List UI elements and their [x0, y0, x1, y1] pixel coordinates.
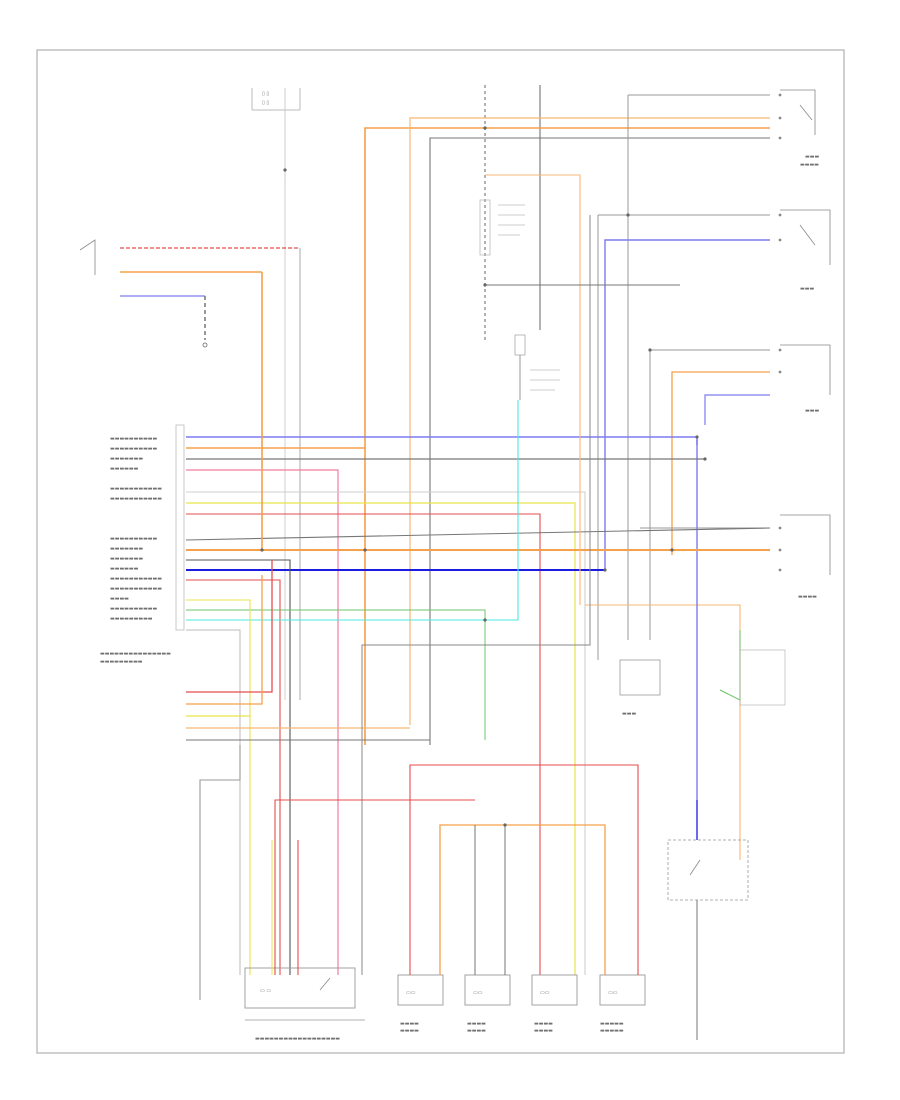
wire-blue-driver-lock: [604, 239, 770, 570]
svg-text:▬▬▬▬: ▬▬▬▬: [534, 1021, 553, 1027]
svg-text:▬▬▬▬: ▬▬▬▬: [467, 1021, 486, 1027]
wire-pink-cu-4: [186, 469, 339, 975]
junction-dots: [260, 126, 707, 827]
svg-text:▬▬▬▬▬▬: ▬▬▬▬▬▬: [110, 566, 139, 572]
svg-text:▬▬▬▬: ▬▬▬▬: [400, 1028, 419, 1034]
svg-text:▬▬▬▬▬▬▬▬▬▬▬▬▬▬▬▬▬▬: ▬▬▬▬▬▬▬▬▬▬▬▬▬▬▬▬▬▬: [255, 1036, 340, 1042]
svg-text:▬▬▬▬: ▬▬▬▬: [534, 1028, 553, 1034]
wire-black-cu-8: [185, 527, 771, 541]
svg-text:▭ ▭: ▭ ▭: [260, 988, 271, 994]
fuse-block-top: ▯ ▯ ▯ ▯: [251, 88, 301, 700]
wire-gray-ground: [199, 745, 241, 1000]
rear-right-actuator: ▭▭ ▬▬▬▬ ▬▬▬▬: [464, 974, 511, 1034]
svg-text:▭▭: ▭▭: [608, 990, 618, 996]
svg-text:▬▬▬▬▬▬: ▬▬▬▬▬▬: [110, 466, 139, 472]
svg-text:▬▬▬▬▬▬▬▬▬▬▬: ▬▬▬▬▬▬▬▬▬▬▬: [110, 586, 162, 592]
svg-text:▯ ▯: ▯ ▯: [262, 100, 269, 106]
wire-black-top-feed: [429, 137, 770, 745]
driver-door-lock-actuator: ▭ ▭ ▬▬▬▬▬▬▬▬▬▬▬▬▬▬▬▬▬▬: [244, 967, 365, 1042]
wire-red-cu-12: [186, 579, 281, 975]
diagnostic-connector: [479, 85, 560, 400]
svg-text:▭▭: ▭▭: [406, 990, 416, 996]
wire-red-lower-1: [186, 560, 273, 693]
svg-text:▬▬▬▬▬▬▬: ▬▬▬▬▬▬▬: [110, 556, 143, 562]
svg-text:▬▬▬▬: ▬▬▬▬: [400, 1021, 419, 1027]
diagram-frame: [36, 49, 845, 1054]
svg-text:▬▬▬▬▬▬▬▬▬▬: ▬▬▬▬▬▬▬▬▬▬: [110, 536, 158, 542]
svg-text:▬▬▬▬▬▬▬▬▬▬▬: ▬▬▬▬▬▬▬▬▬▬▬: [110, 496, 162, 502]
tailgate-actuator: ▭▭ ▬▬▬▬▬ ▬▬▬▬▬: [599, 974, 646, 1034]
svg-text:▬▬▬▬▬▬▬: ▬▬▬▬▬▬▬: [110, 456, 143, 462]
trunk-key-switch: ▬▬▬: [585, 604, 786, 860]
driver-door-lock-switch: ▬▬▬: [597, 209, 831, 660]
svg-text:▯ ▯: ▯ ▯: [262, 91, 269, 97]
svg-text:▬▬▬▬▬▬▬▬▬▬▬▬▬▬▬: ▬▬▬▬▬▬▬▬▬▬▬▬▬▬▬: [100, 651, 171, 657]
wire-orange-top-feed: [364, 127, 770, 745]
svg-text:▬▬▬▬▬▬▬▬▬▬: ▬▬▬▬▬▬▬▬▬▬: [110, 606, 158, 612]
wire-yellow-cu-16: [186, 599, 251, 975]
svg-text:▬▬▬: ▬▬▬: [622, 711, 636, 717]
svg-text:▬▬▬▬▬▬▬▬▬▬: ▬▬▬▬▬▬▬▬▬▬: [110, 446, 158, 452]
ignition-key-switch: [667, 440, 749, 1040]
rear-left-actuator: ▭▭ ▬▬▬▬ ▬▬▬▬: [531, 974, 578, 1034]
svg-text:▭▭: ▭▭: [540, 990, 550, 996]
wire-gray-cu-5: [186, 491, 586, 975]
svg-text:▬▬▬▬: ▬▬▬▬: [110, 596, 129, 602]
control-unit-connector: ▬▬▬▬▬▬▬▬▬▬ ▬▬▬▬▬▬▬▬▬▬ ▬▬▬▬▬▬▬ ▬▬▬▬▬▬ ▬▬▬…: [100, 424, 185, 665]
svg-text:▬▬▬▬▬▬▬▬▬: ▬▬▬▬▬▬▬▬▬: [110, 616, 153, 622]
right-rear-door-switch: ▬▬▬▬: [640, 514, 831, 600]
svg-text:▬▬▬: ▬▬▬: [805, 408, 819, 414]
svg-text:▬▬▬▬▬▬▬▬▬: ▬▬▬▬▬▬▬▬▬: [100, 659, 143, 665]
wire-gray-cu-15: [186, 629, 241, 975]
wire-gray-cu-11: [186, 559, 291, 975]
wire-orange-mid-bus: [485, 174, 581, 605]
svg-text:▬▬▬▬▬: ▬▬▬▬▬: [600, 1028, 624, 1034]
svg-text:▬▬▬▬: ▬▬▬▬: [798, 594, 817, 600]
left-sensor-connector: [79, 239, 301, 700]
wire-orange-top-feed-2: [409, 117, 770, 725]
svg-text:▬▬▬▬▬: ▬▬▬▬▬: [600, 1021, 624, 1027]
wire-orange-lower-2: [186, 575, 263, 705]
svg-text:▬▬▬▬: ▬▬▬▬: [800, 162, 819, 168]
svg-text:▬▬▬▬▬▬▬▬▬▬: ▬▬▬▬▬▬▬▬▬▬: [110, 436, 158, 442]
svg-text:▬▬▬▬▬▬▬▬▬▬▬: ▬▬▬▬▬▬▬▬▬▬▬: [110, 486, 162, 492]
wire-orange-rf: [671, 371, 770, 555]
wire-red-cu-7: [186, 513, 541, 975]
svg-text:▬▬▬▬: ▬▬▬▬: [467, 1028, 486, 1034]
svg-text:▬▬▬▬▬▬▬▬▬▬▬: ▬▬▬▬▬▬▬▬▬▬▬: [110, 576, 162, 582]
wire-yellow-cu-6: [186, 502, 576, 975]
svg-text:▬▬▬▬▬▬▬: ▬▬▬▬▬▬▬: [110, 546, 143, 552]
wire-cyan-cu-13: [186, 400, 519, 621]
front-passenger-actuator: ▭▭ ▬▬▬▬ ▬▬▬▬: [397, 974, 444, 1034]
right-front-door-switch: ▬▬▬: [649, 344, 831, 640]
svg-text:▬▬▬: ▬▬▬: [800, 286, 814, 292]
wire-green-cu-14: [186, 609, 486, 740]
svg-text:▬▬▬: ▬▬▬: [805, 154, 819, 160]
wire-black-mid-bus: [361, 215, 591, 975]
driver-door-switch: ▬▬▬ ▬▬▬▬: [627, 89, 819, 640]
svg-text:▭▭: ▭▭: [473, 990, 483, 996]
